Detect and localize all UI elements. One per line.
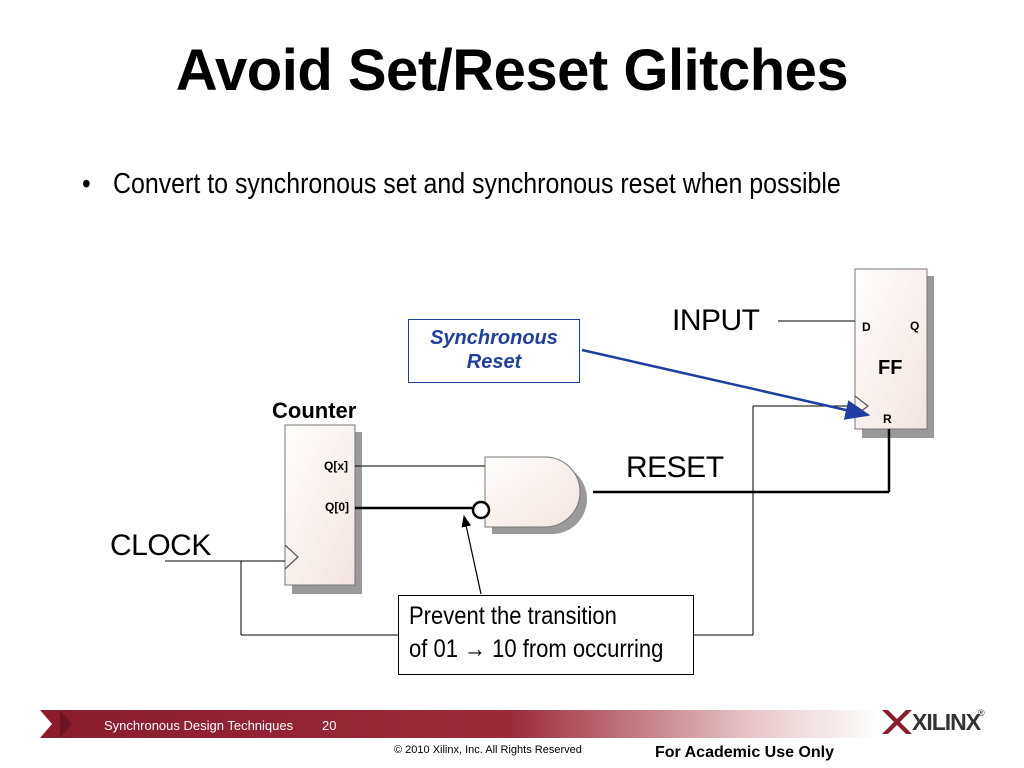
- sync-reset-line2: Reset: [466, 351, 522, 373]
- inverter-bubble-icon: [471, 500, 491, 520]
- footer-course-title: Synchronous Design Techniques: [104, 718, 294, 733]
- bullet-text: Convert to synchronous set and synchrono…: [112, 168, 841, 200]
- wires: [165, 320, 891, 636]
- ff-pin-q: Q: [910, 319, 920, 333]
- sync-reset-callout: Synchronous Reset: [408, 319, 580, 383]
- footer-band: [40, 710, 880, 738]
- sync-reset-line1: Synchronous: [430, 327, 558, 349]
- input-label: INPUT: [672, 304, 760, 337]
- counter-block: [284, 424, 362, 594]
- sync-reset-arrow: [581, 348, 871, 420]
- clock-label: CLOCK: [110, 529, 211, 562]
- prevent-line2: of 01 → 10 from occurring: [409, 635, 664, 663]
- and-gate: [471, 456, 587, 534]
- reset-label: RESET: [626, 451, 724, 484]
- prevent-callout: Prevent the transition of 01 → 10 from o…: [398, 595, 694, 675]
- ff-pin-r: R: [883, 412, 892, 426]
- logo-text: XILINX: [912, 709, 981, 735]
- xilinx-logo-icon: [882, 710, 912, 734]
- ff-pin-d: D: [862, 320, 871, 334]
- counter-pin-q0: Q[0]: [325, 500, 349, 514]
- counter-pin-qx: Q[x]: [324, 459, 348, 473]
- counter-label: Counter: [272, 398, 357, 423]
- bullet-dot-icon: •: [82, 168, 91, 200]
- prevent-line1: Prevent the transition: [409, 602, 617, 630]
- footer-copyright: © 2010 Xilinx, Inc. All Rights Reserved: [394, 744, 582, 756]
- ff-label: FF: [878, 357, 903, 379]
- footer-page-number: 20: [322, 718, 337, 733]
- footer-academic: For Academic Use Only: [655, 744, 835, 761]
- slide-title: Avoid Set/Reset Glitches: [175, 38, 849, 103]
- logo-registered-mark: ®: [978, 708, 985, 718]
- bullet-item: • Convert to synchronous set and synchron…: [82, 168, 841, 201]
- flip-flop-block: [854, 268, 934, 438]
